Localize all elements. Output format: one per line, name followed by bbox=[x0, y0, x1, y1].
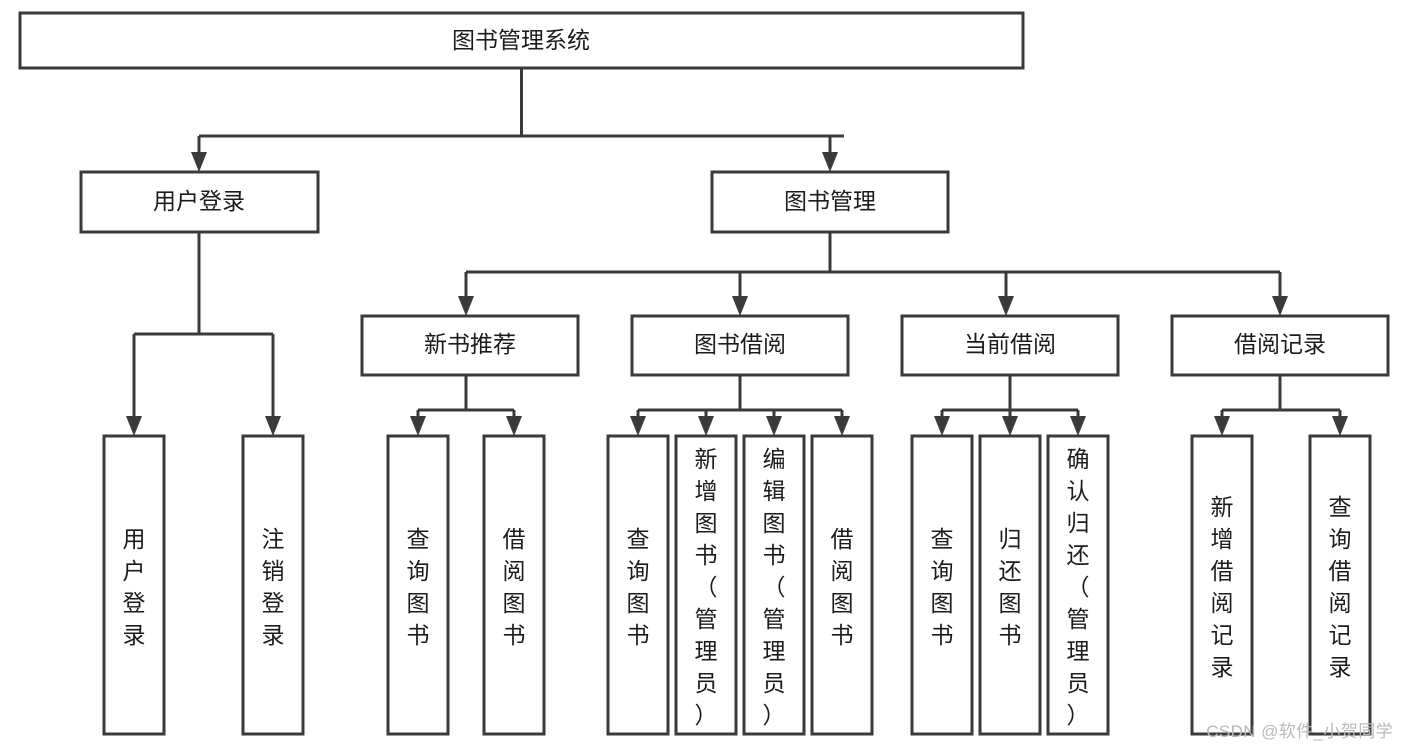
leaf-node-currentborrow-confirm[interactable]: 确认归还（管理员） bbox=[1046, 434, 1110, 736]
leaf-box[interactable] bbox=[606, 434, 670, 736]
node-current-borrow[interactable]: 当前借阅 bbox=[900, 314, 1120, 377]
arrow-head-icon bbox=[766, 416, 782, 436]
leaf-label-vertical: 归还图书 bbox=[999, 526, 1022, 648]
leaf-box[interactable] bbox=[910, 434, 974, 736]
leaf-label-vertical: 新增借阅记录 bbox=[1211, 494, 1234, 680]
leaf-label-vertical: 用户登录 bbox=[123, 526, 146, 648]
arrow-head-icon bbox=[630, 416, 646, 436]
node-book-borrow-label: 图书借阅 bbox=[694, 331, 786, 357]
arrow-head-icon bbox=[506, 416, 522, 436]
node-book-manage[interactable]: 图书管理 bbox=[710, 170, 950, 234]
node-borrow-record-box[interactable] bbox=[1170, 314, 1390, 377]
node-root[interactable]: 图书管理系统 bbox=[18, 11, 1025, 70]
node-new-book-recommend[interactable]: 新书推荐 bbox=[360, 314, 580, 377]
node-user-login-box[interactable] bbox=[79, 170, 320, 234]
leaf-node-currentborrow-query[interactable]: 查询图书 bbox=[910, 434, 974, 736]
arrow-head-icon bbox=[1002, 416, 1018, 436]
leaf-box[interactable] bbox=[386, 434, 450, 736]
leaf-box[interactable] bbox=[1190, 434, 1254, 736]
arrow-head-icon bbox=[822, 152, 838, 172]
leaf-label-vertical: 查询图书 bbox=[627, 526, 650, 648]
leaf-box[interactable] bbox=[1046, 434, 1110, 736]
node-root-label: 图书管理系统 bbox=[452, 27, 590, 53]
connector-group-root bbox=[191, 68, 844, 172]
arrow-head-icon bbox=[410, 416, 426, 436]
arrow-head-icon bbox=[1272, 296, 1288, 316]
node-new-book-recommend-label: 新书推荐 bbox=[424, 331, 516, 357]
arrow-head-icon bbox=[732, 296, 748, 316]
leaf-node-borrowrecord-add[interactable]: 新增借阅记录 bbox=[1190, 434, 1254, 736]
leaf-label-vertical: 确认归还（管理员） bbox=[1067, 446, 1090, 728]
leaf-label-vertical: 借阅图书 bbox=[831, 526, 854, 648]
node-borrow-record-label: 借阅记录 bbox=[1234, 331, 1326, 357]
arrow-head-icon bbox=[1214, 416, 1230, 436]
leaf-box[interactable] bbox=[482, 434, 546, 736]
arrow-head-icon bbox=[191, 152, 207, 172]
leaf-box[interactable] bbox=[1308, 434, 1372, 736]
arrow-head-icon bbox=[834, 416, 850, 436]
leaf-box[interactable] bbox=[102, 434, 166, 736]
connector-group-new-book bbox=[410, 375, 522, 436]
node-new-book-recommend-box[interactable] bbox=[360, 314, 580, 377]
leaf-label-vertical: 借阅图书 bbox=[503, 526, 526, 648]
node-book-manage-label: 图书管理 bbox=[784, 188, 876, 214]
node-book-manage-box[interactable] bbox=[710, 170, 950, 234]
arrow-head-icon bbox=[1070, 416, 1086, 436]
leaf-node-user-logout[interactable]: 注销登录 bbox=[241, 434, 305, 736]
node-current-borrow-label: 当前借阅 bbox=[964, 331, 1056, 357]
arrow-head-icon bbox=[1332, 416, 1348, 436]
node-book-borrow-box[interactable] bbox=[630, 314, 850, 377]
arrow-head-icon bbox=[698, 416, 714, 436]
leaf-node-currentborrow-return[interactable]: 归还图书 bbox=[978, 434, 1042, 736]
leaf-node-borrowrecord-query[interactable]: 查询借阅记录 bbox=[1308, 434, 1372, 736]
connector-group-book-borrow bbox=[630, 375, 850, 436]
arrow-head-icon bbox=[934, 416, 950, 436]
arrow-head-icon bbox=[458, 296, 474, 316]
leaf-node-newbook-query[interactable]: 查询图书 bbox=[386, 434, 450, 736]
leaf-box[interactable] bbox=[241, 434, 305, 736]
leaf-node-newbook-borrow[interactable]: 借阅图书 bbox=[482, 434, 546, 736]
leaf-node-user-login-login[interactable]: 用户登录 bbox=[102, 434, 166, 736]
leaf-box[interactable] bbox=[742, 434, 806, 736]
node-current-borrow-box[interactable] bbox=[900, 314, 1120, 377]
csdn-watermark: CSDN @软件_小贺同学 bbox=[1206, 722, 1393, 741]
leaf-box[interactable] bbox=[810, 434, 874, 736]
leaf-label-vertical: 编辑图书（管理员） bbox=[763, 446, 786, 728]
node-user-login-label: 用户登录 bbox=[153, 188, 245, 214]
leaf-label-vertical: 新增图书（管理员） bbox=[695, 446, 718, 728]
leaf-node-bookborrow-query[interactable]: 查询图书 bbox=[606, 434, 670, 736]
arrow-head-icon bbox=[998, 296, 1014, 316]
node-root-box[interactable] bbox=[18, 11, 1025, 70]
leaf-box[interactable] bbox=[674, 434, 738, 736]
connector-group-borrow-record bbox=[1214, 375, 1348, 436]
leaf-label-vertical: 查询借阅记录 bbox=[1329, 494, 1352, 680]
leaf-node-bookborrow-edit[interactable]: 编辑图书（管理员） bbox=[742, 434, 806, 736]
node-book-borrow[interactable]: 图书借阅 bbox=[630, 314, 850, 377]
leaf-label-vertical: 注销登录 bbox=[262, 526, 285, 648]
connector-group-current-borrow bbox=[934, 375, 1086, 436]
leaf-label-vertical: 查询图书 bbox=[931, 526, 954, 648]
leaf-box[interactable] bbox=[978, 434, 1042, 736]
node-borrow-record[interactable]: 借阅记录 bbox=[1170, 314, 1390, 377]
connector-group-user-login bbox=[126, 232, 281, 436]
node-user-login[interactable]: 用户登录 bbox=[79, 170, 320, 234]
arrow-head-icon bbox=[265, 416, 281, 436]
leaf-node-bookborrow-add[interactable]: 新增图书（管理员） bbox=[674, 434, 738, 736]
leaf-label-vertical: 查询图书 bbox=[407, 526, 430, 648]
leaf-node-bookborrow-borrow[interactable]: 借阅图书 bbox=[810, 434, 874, 736]
arrow-head-icon bbox=[126, 416, 142, 436]
connector-group-book-manage bbox=[458, 232, 1288, 316]
